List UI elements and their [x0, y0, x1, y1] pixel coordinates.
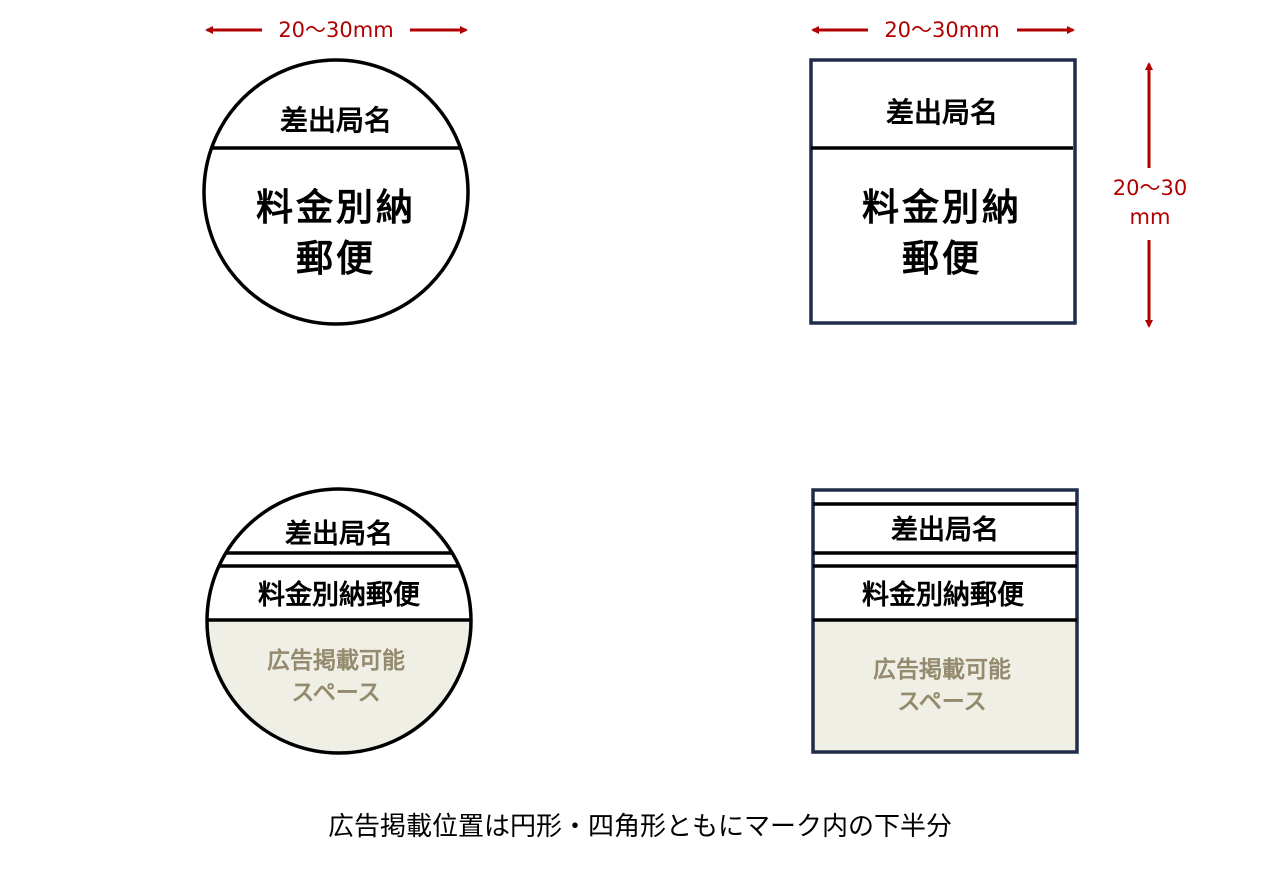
circle-mark-with-ad: 差出局名 料金別納郵便 広告掲載可能 スペース [205, 487, 473, 755]
postage-line1: 料金別納 [862, 186, 1022, 229]
office-name: 差出局名 [886, 96, 998, 129]
office-name: 差出局名 [891, 514, 999, 546]
width-label: 20〜30mm [884, 18, 999, 42]
height-label-line1: 20〜30 [1113, 176, 1187, 200]
ad-space-line2: スペース [897, 689, 986, 715]
postage-line1: 料金別納 [256, 186, 416, 229]
postage-line2: 郵便 [296, 237, 376, 280]
ad-space-line1: 広告掲載可能 [267, 647, 405, 674]
height-dimension-square: 20〜30 mm [1113, 62, 1187, 328]
postage-line2: 郵便 [902, 237, 982, 280]
width-dimension-square: 20〜30mm [811, 18, 1075, 42]
height-label-line2: mm [1130, 205, 1171, 229]
circle-mark-standard: 差出局名 料金別納 郵便 [202, 58, 470, 326]
width-label: 20〜30mm [278, 18, 393, 42]
postage-name: 料金別納郵便 [258, 579, 421, 611]
office-name: 差出局名 [280, 104, 392, 137]
square-mark-standard: 差出局名 料金別納 郵便 [809, 58, 1077, 325]
ad-space-line2: スペース [291, 680, 380, 706]
ad-space-line1: 広告掲載可能 [873, 656, 1011, 683]
ad-space [813, 620, 1077, 752]
width-dimension-circle: 20〜30mm [205, 18, 468, 42]
caption: 広告掲載位置は円形・四角形ともにマーク内の下半分 [328, 812, 952, 842]
postage-name: 料金別納郵便 [862, 579, 1025, 611]
office-name: 差出局名 [285, 518, 393, 550]
square-mark-with-ad: 差出局名 料金別納郵便 広告掲載可能 スペース [811, 488, 1079, 754]
